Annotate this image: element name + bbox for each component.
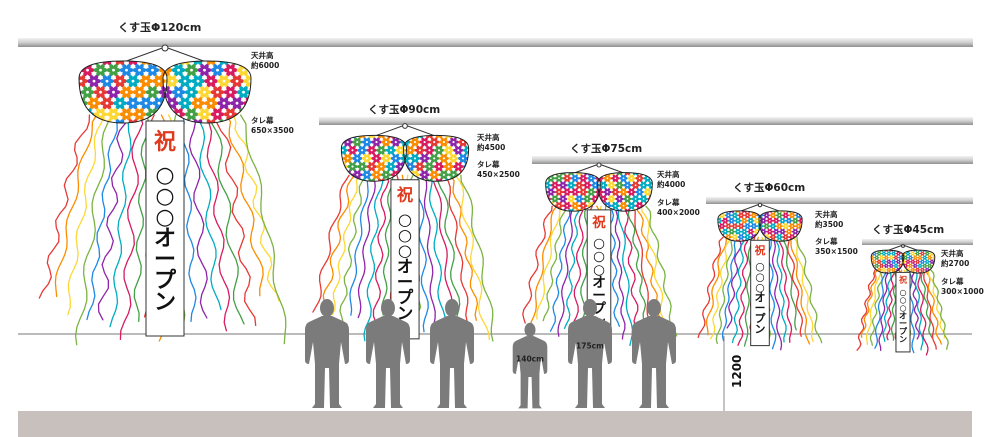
ceiling-height-value: 約3500 (815, 219, 843, 229)
ceiling-height-value: 約2700 (941, 258, 969, 268)
hook-ring (596, 162, 602, 168)
banner-text: ○○○オープン (397, 210, 414, 323)
ceiling-height-value: 約4500 (477, 142, 505, 152)
ceiling-beam (532, 156, 973, 164)
ball-size-title: くす玉Φ90cm (368, 104, 440, 116)
banner-text: ○○○オープン (755, 260, 766, 335)
banner-size-label: タレ幕 (477, 159, 500, 169)
celebrate-char: 祝 (154, 130, 176, 155)
kusudama-ball (545, 172, 653, 212)
floor (18, 411, 972, 437)
celebration-banner: 祝 ○○○オープン (390, 179, 420, 340)
banner-size-label: タレ幕 (657, 197, 680, 207)
celebrate-char: 祝 (899, 275, 907, 285)
banner-size-value: 350×1500 (815, 247, 858, 256)
person-silhouette (366, 299, 410, 408)
ball-size-title: くす玉Φ120cm (118, 21, 201, 34)
ceiling-height-label: 天井高 (251, 50, 274, 60)
celebration-banner: 祝 ○○○オープン (895, 271, 911, 353)
hook-ring (402, 123, 408, 129)
banner-size-value: 300×1000 (941, 287, 984, 296)
ceiling-height-label: 天井高 (815, 209, 838, 219)
ceiling-beam (18, 38, 973, 47)
banner-text: ○○○オープン (899, 287, 908, 344)
hook-ring (161, 44, 169, 52)
streamers (856, 269, 949, 356)
ceiling-height-value: 約4000 (657, 179, 685, 189)
ceiling-height-label: 天井高 (477, 132, 500, 142)
celebrate-char: 祝 (755, 243, 766, 257)
ball-size-title: くす玉Φ75cm (570, 143, 642, 155)
kusudama-ball (717, 210, 803, 242)
person-silhouette (305, 299, 349, 408)
streamers (522, 205, 678, 349)
banner-size-label: タレ幕 (815, 236, 838, 246)
ceiling-beam (706, 197, 973, 204)
celebration-banner: 祝 ○○○オープン (145, 120, 185, 337)
celebrate-char: 祝 (397, 185, 414, 204)
banner-size-value: 450×2500 (477, 170, 520, 179)
banner-size-value: 650×3500 (251, 126, 294, 135)
ball-75: 祝○○○オープンくす玉Φ75cm天井高約4000タレ幕400×2000 (522, 143, 973, 349)
person-silhouette: 175cm (568, 299, 612, 408)
ball-size-title: くす玉Φ45cm (872, 224, 944, 236)
kusudama-ball (78, 60, 252, 124)
banner-size-label: タレ幕 (941, 276, 964, 286)
hook-ring (901, 244, 905, 248)
ceiling-height-label: 天井高 (657, 169, 680, 179)
person-silhouette (632, 299, 676, 408)
celebration-banner: 祝 ○○○オープン (750, 239, 770, 347)
stage-height-label: 1200 (730, 355, 744, 388)
celebrate-char: 祝 (592, 214, 606, 231)
ceiling-height-value: 約6000 (251, 60, 279, 70)
hook-ring (757, 202, 763, 208)
person-silhouette (430, 299, 474, 408)
banner-size-label: タレ幕 (251, 115, 274, 125)
streamers (312, 174, 494, 345)
person-height-label: 140cm (516, 355, 544, 364)
person-height-label: 175cm (576, 341, 604, 350)
celebration-banner: 祝○○○オープン (586, 209, 612, 344)
ceiling-beam (319, 117, 973, 125)
person-silhouette: 140cm (512, 322, 548, 409)
banner-text: ○○○オープン (154, 163, 177, 315)
ceiling-beam (862, 239, 973, 245)
banner-size-value: 400×2000 (657, 208, 700, 217)
ceiling-height-label: 天井高 (941, 248, 964, 258)
ball-size-title: くす玉Φ60cm (733, 182, 805, 194)
